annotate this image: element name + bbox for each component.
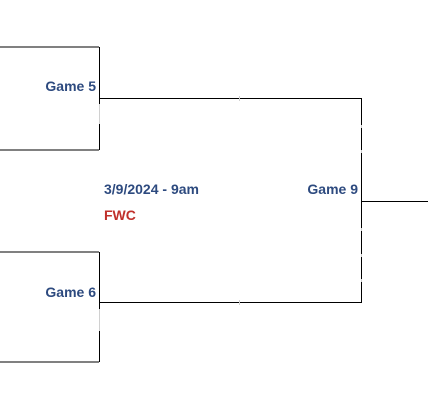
game-9-datetime: 3/9/2024 - 9am <box>104 181 199 197</box>
game-9-label: Game 9 <box>307 181 358 197</box>
grid-ticks <box>99 96 362 331</box>
game-5-box <box>0 46 100 151</box>
game-9-venue: FWC <box>104 207 136 223</box>
game-5-label: Game 5 <box>45 78 96 94</box>
game-6-box <box>0 251 100 363</box>
game-6-label: Game 6 <box>45 284 96 300</box>
game-9-box <box>99 98 428 303</box>
